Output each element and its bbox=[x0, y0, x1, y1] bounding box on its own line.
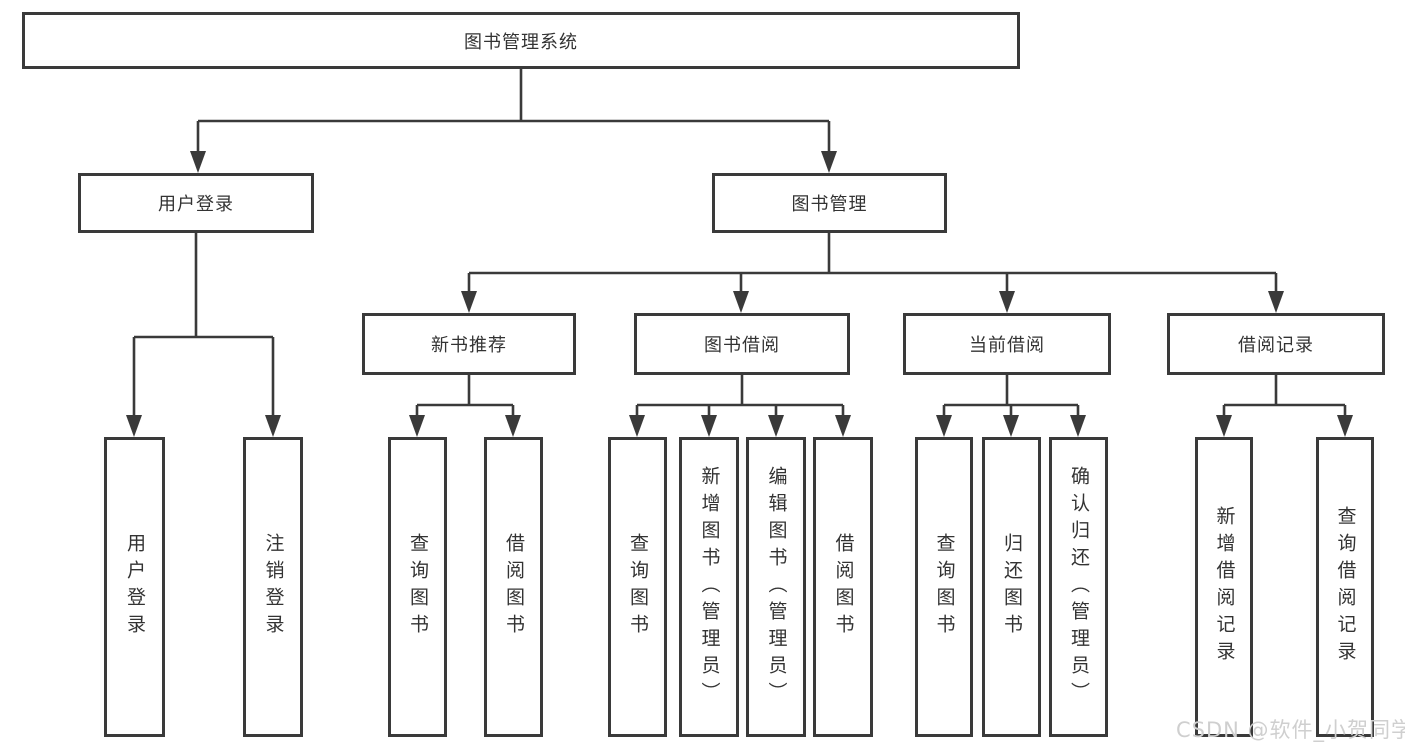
arrowhead-icon bbox=[126, 415, 142, 437]
arrowhead-icon bbox=[835, 415, 851, 437]
arrowhead-icon bbox=[461, 291, 477, 313]
leaf-borrow-books-1: 借阅图书 bbox=[484, 437, 543, 737]
arrowhead-icon bbox=[821, 151, 837, 173]
leaf-add-books-admin: 新增图书（管理员） bbox=[679, 437, 739, 737]
leaf-logout: 注销登录 bbox=[243, 437, 303, 737]
leaf-query-books-2: 查询图书 bbox=[608, 437, 667, 737]
node-borrowing-records: 借阅记录 bbox=[1167, 313, 1385, 375]
leaf-query-borrow-record: 查询借阅记录 bbox=[1316, 437, 1374, 737]
leaf-confirm-return-admin: 确认归还（管理员） bbox=[1049, 437, 1108, 737]
node-book-management-system: 图书管理系统 bbox=[22, 12, 1020, 69]
leaf-add-borrow-record: 新增借阅记录 bbox=[1195, 437, 1253, 737]
node-book-borrowing: 图书借阅 bbox=[634, 313, 850, 375]
arrowhead-icon bbox=[265, 415, 281, 437]
node-book-management: 图书管理 bbox=[712, 173, 947, 233]
leaf-return-books: 归还图书 bbox=[982, 437, 1041, 737]
arrowhead-icon bbox=[409, 415, 425, 437]
arrowhead-icon bbox=[1337, 415, 1353, 437]
arrowhead-icon bbox=[999, 291, 1015, 313]
arrowhead-icon bbox=[1216, 415, 1232, 437]
arrowhead-icon bbox=[1070, 415, 1086, 437]
leaf-edit-books-admin: 编辑图书（管理员） bbox=[746, 437, 806, 737]
node-user-login: 用户登录 bbox=[78, 173, 314, 233]
arrowhead-icon bbox=[768, 415, 784, 437]
leaf-borrow-books-2: 借阅图书 bbox=[813, 437, 873, 737]
arrowhead-icon bbox=[701, 415, 717, 437]
leaf-user-login: 用户登录 bbox=[104, 437, 165, 737]
arrowhead-icon bbox=[936, 415, 952, 437]
leaf-query-books-1: 查询图书 bbox=[388, 437, 447, 737]
arrowhead-icon bbox=[1268, 291, 1284, 313]
arrowhead-icon bbox=[733, 291, 749, 313]
leaf-query-books-3: 查询图书 bbox=[915, 437, 973, 737]
node-new-book-recommend: 新书推荐 bbox=[362, 313, 576, 375]
node-current-borrowing: 当前借阅 bbox=[903, 313, 1111, 375]
arrowhead-icon bbox=[190, 151, 206, 173]
arrowhead-icon bbox=[505, 415, 521, 437]
watermark: CSDN @软件_小贺同学 bbox=[1176, 718, 1405, 742]
arrowhead-icon bbox=[629, 415, 645, 437]
arrowhead-icon bbox=[1003, 415, 1019, 437]
